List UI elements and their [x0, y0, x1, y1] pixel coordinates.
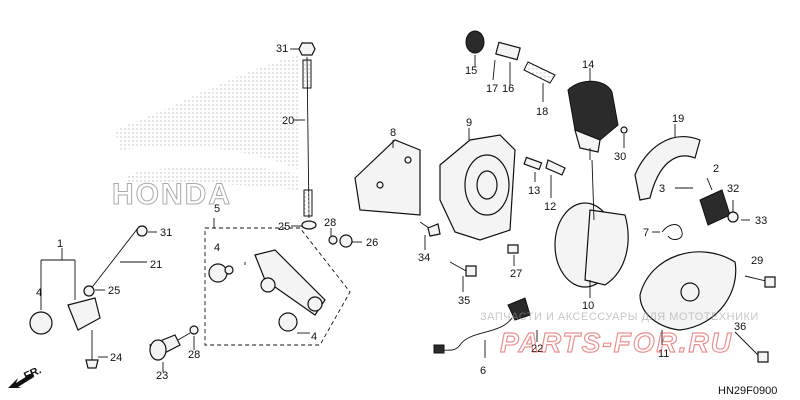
callout-4: 4: [214, 242, 220, 254]
honda-wing-watermark: HONDA: [112, 55, 300, 212]
callout-1: 1: [57, 238, 63, 250]
callout-6: 6: [480, 365, 486, 377]
callout-35: 35: [458, 295, 470, 307]
bracket-8: [354, 139, 421, 216]
detent-pin: [523, 156, 566, 198]
callout-25: 25: [108, 285, 120, 297]
callout-33: 33: [755, 215, 767, 227]
callout-12: 12: [544, 201, 556, 213]
link-group-5: [204, 218, 351, 346]
callout-31: 31: [160, 227, 172, 239]
callout-5: 5: [214, 203, 220, 215]
callout-17: 17: [486, 83, 498, 95]
callout-8: 8: [390, 127, 396, 139]
shift-rod-assembly: [290, 42, 317, 230]
callout-16: 16: [502, 83, 514, 95]
callout-18: 18: [536, 106, 548, 118]
callout-28: 28: [188, 349, 200, 361]
cover-plate-11: [639, 251, 776, 363]
site-watermark-logo: PARTS-FOR.RU: [500, 327, 733, 358]
site-watermark: ЗАПЧАСТИ И АКСЕССУАРЫ ДЛЯ МОТОТЕХНИКИ PA…: [480, 311, 759, 359]
callout-labels: 1234445678910111213141516171819202122232…: [36, 43, 767, 382]
front-direction-arrow: [8, 373, 34, 388]
callout-10: 10: [582, 300, 594, 312]
tie-rod-21: [83, 225, 157, 297]
callout-4: 4: [311, 331, 317, 343]
callout-27: 27: [510, 268, 522, 280]
spring-7: [652, 224, 683, 240]
direction-label: FR.: [22, 364, 43, 382]
bolts-34-35-27: [419, 221, 519, 292]
callout-13: 13: [528, 185, 540, 197]
callout-23: 23: [156, 370, 168, 382]
shift-arm-1: [29, 248, 108, 369]
callout-15: 15: [465, 65, 477, 77]
callout-28: 28: [324, 217, 336, 229]
callout-30: 30: [614, 151, 626, 163]
cover-19: [634, 124, 701, 201]
callout-3: 3: [659, 183, 665, 195]
switch-wire-6: [433, 297, 538, 358]
callout-19: 19: [672, 113, 684, 125]
bolt-23: [149, 325, 199, 372]
callout-29: 29: [751, 255, 763, 267]
callout-25: 25: [278, 221, 290, 233]
parts-15-18: [465, 30, 556, 102]
callout-2: 2: [713, 163, 719, 175]
callout-14: 14: [582, 59, 594, 71]
knob-14: [567, 68, 628, 160]
callout-26: 26: [366, 237, 378, 249]
callout-11: 11: [658, 348, 669, 360]
housing-9: [439, 128, 516, 241]
diagram-code: HN29F0900: [718, 385, 777, 397]
callout-21: 21: [150, 259, 162, 271]
callout-20: 20: [282, 115, 294, 127]
callout-4: 4: [36, 287, 42, 299]
callout-22: 22: [531, 343, 543, 355]
callout-7: 7: [643, 227, 649, 239]
site-watermark-text: ЗАПЧАСТИ И АКСЕССУАРЫ ДЛЯ МОТОТЕХНИКИ: [480, 311, 759, 323]
callout-34: 34: [418, 252, 430, 264]
fasteners-center: [328, 228, 362, 248]
callout-9: 9: [466, 117, 472, 129]
plate-assembly: [675, 177, 750, 226]
drum-10: [554, 159, 629, 298]
callout-32: 32: [727, 183, 739, 195]
callout-36: 36: [734, 321, 746, 333]
honda-brand-text: HONDA: [112, 178, 232, 211]
callout-24: 24: [110, 352, 122, 364]
callout-31: 31: [276, 43, 288, 55]
